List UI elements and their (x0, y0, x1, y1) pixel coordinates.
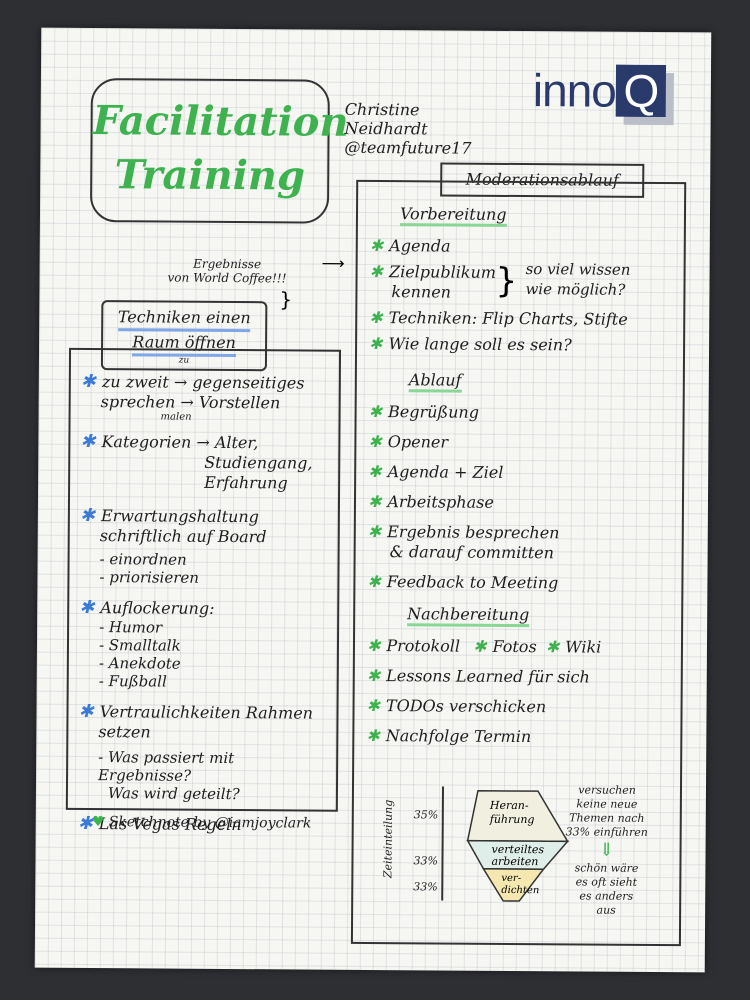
nach-item: ✱Lessons Learned für sich (366, 665, 590, 687)
prep-item: ✱Agenda (369, 235, 451, 256)
author-line2: Neidhardt (344, 118, 428, 139)
star-icon: ✱ (367, 521, 382, 542)
title: Facilitation Training (92, 80, 349, 204)
diagram-axis: Zeiteinteilung (381, 799, 395, 879)
star-icon: ✱ (369, 333, 383, 354)
diagram-mid-label-2: arbeiten (491, 855, 538, 868)
nach-item: ✱Protokoll ✱Fotos ✱Wiki (366, 635, 602, 657)
diagram-p1: 35% (413, 808, 439, 822)
nach-item: ✱Nachfolge Termin (366, 725, 532, 747)
arrow-icon: ⟶ (321, 253, 345, 273)
star-icon: ✱ (80, 430, 96, 453)
star-icon: ✱ (473, 636, 487, 656)
left-list: ✱zu zweit → gegenseitiges sprechen → Vor… (77, 370, 331, 836)
star-icon: ✱ (368, 461, 382, 482)
star-icon: ✱ (369, 307, 383, 328)
brace-note: so viel wissen wie möglich? (525, 260, 631, 299)
star-icon: ✱ (368, 431, 382, 452)
ablauf-item: ✱Opener (368, 431, 449, 452)
diagram-bot-label-2: dichten (501, 885, 539, 896)
logo-text: inno (532, 64, 617, 117)
diagram-top-label: Heran- (489, 799, 529, 812)
heart-icon: ♥ (91, 814, 105, 831)
title-line1: Facilitation (92, 97, 349, 146)
section-vorbereitung: Vorbereitung (399, 204, 507, 227)
author-line1: Christine (344, 99, 420, 120)
ablauf-item: ✱Agenda + Ziel (368, 461, 504, 482)
left-item-3: ✱Erwartungshaltung schriftlich auf Board… (79, 504, 267, 587)
star-icon: ✱ (545, 637, 560, 657)
title-line2: Training (114, 151, 306, 200)
side-note: versuchen keine neue Themen nach 33% ein… (565, 783, 648, 917)
diagram-p3: 33% (413, 880, 438, 894)
title-box: Facilitation Training (89, 78, 349, 224)
brace-icon: } (279, 287, 293, 312)
star-icon: ✱ (367, 571, 381, 592)
star-icon: ✱ (366, 725, 380, 746)
note-line1: Ergebnisse (193, 256, 262, 272)
ablauf-item: ✱Begrüßung (368, 401, 480, 422)
note-line2: von World Coffee!!! (167, 270, 287, 286)
star-icon: ✱ (78, 700, 94, 723)
nach-item: ✱TODOs verschicken (366, 695, 547, 717)
star-icon: ✱ (77, 812, 93, 835)
ablauf-item-cont: & darauf committen (389, 542, 554, 563)
ablauf-item: ✱Ergebnis besprechen (367, 521, 560, 543)
left-item-5: ✱Vertraulichkeiten Rahmen setzen - Was p… (78, 700, 314, 804)
diagram-mid-label: verteiltes (492, 843, 545, 856)
prep-item: ✱Techniken: Flip Charts, Stifte (369, 307, 628, 329)
star-icon: ✱ (368, 401, 383, 422)
ablauf-item: ✱Arbeitsphase (367, 491, 494, 512)
star-icon: ✱ (369, 235, 384, 256)
left-item-2: ✱Kategorien → Alter, Studiengang, Erfahr… (80, 430, 313, 493)
diagram-top-label-2: führung (489, 813, 535, 826)
brace-icon: } (495, 260, 518, 302)
star-icon: ✱ (79, 504, 96, 527)
author-line3: @teamfuture17 (344, 137, 472, 158)
star-icon: ✱ (366, 635, 381, 656)
star-icon: ✱ (369, 261, 384, 282)
star-icon: ✱ (80, 370, 96, 393)
ablauf-item: ✱Feedback to Meeting (367, 571, 559, 593)
star-icon: ✱ (79, 596, 95, 619)
diagram-p2: 33% (413, 854, 438, 868)
sketch-credit: ♥ Sketchnote by @iamjoyclark (91, 814, 312, 832)
section-ablauf: Ablauf (408, 370, 462, 393)
author: Christine Neidhardt @teamfuture17 (344, 100, 471, 158)
diagram-bot-label: ver- (501, 873, 521, 884)
prep-item: ✱Wie lange soll es sein? (369, 333, 572, 355)
star-icon: ✱ (366, 695, 381, 716)
left-item-4: ✱Auflockerung: - Humor - Smalltalk - Ane… (79, 596, 215, 691)
logo-q: Q (615, 64, 667, 118)
diagram-bot (482, 868, 545, 902)
down-arrow-icon: ⇓ (599, 839, 615, 861)
star-icon: ✱ (367, 491, 382, 512)
left-header-line1: Techniken einen (117, 306, 251, 333)
section-nachbereitung: Nachbereitung (407, 604, 530, 628)
left-item-1: ✱zu zweit → gegenseitiges sprechen → Vor… (80, 370, 305, 423)
diamond-diagram: Heran- führung verteiltes arbeiten ver- … (466, 789, 570, 902)
star-icon: ✱ (366, 665, 381, 686)
world-coffee-note: Ergebnisse von World Coffee!!! (167, 257, 286, 286)
